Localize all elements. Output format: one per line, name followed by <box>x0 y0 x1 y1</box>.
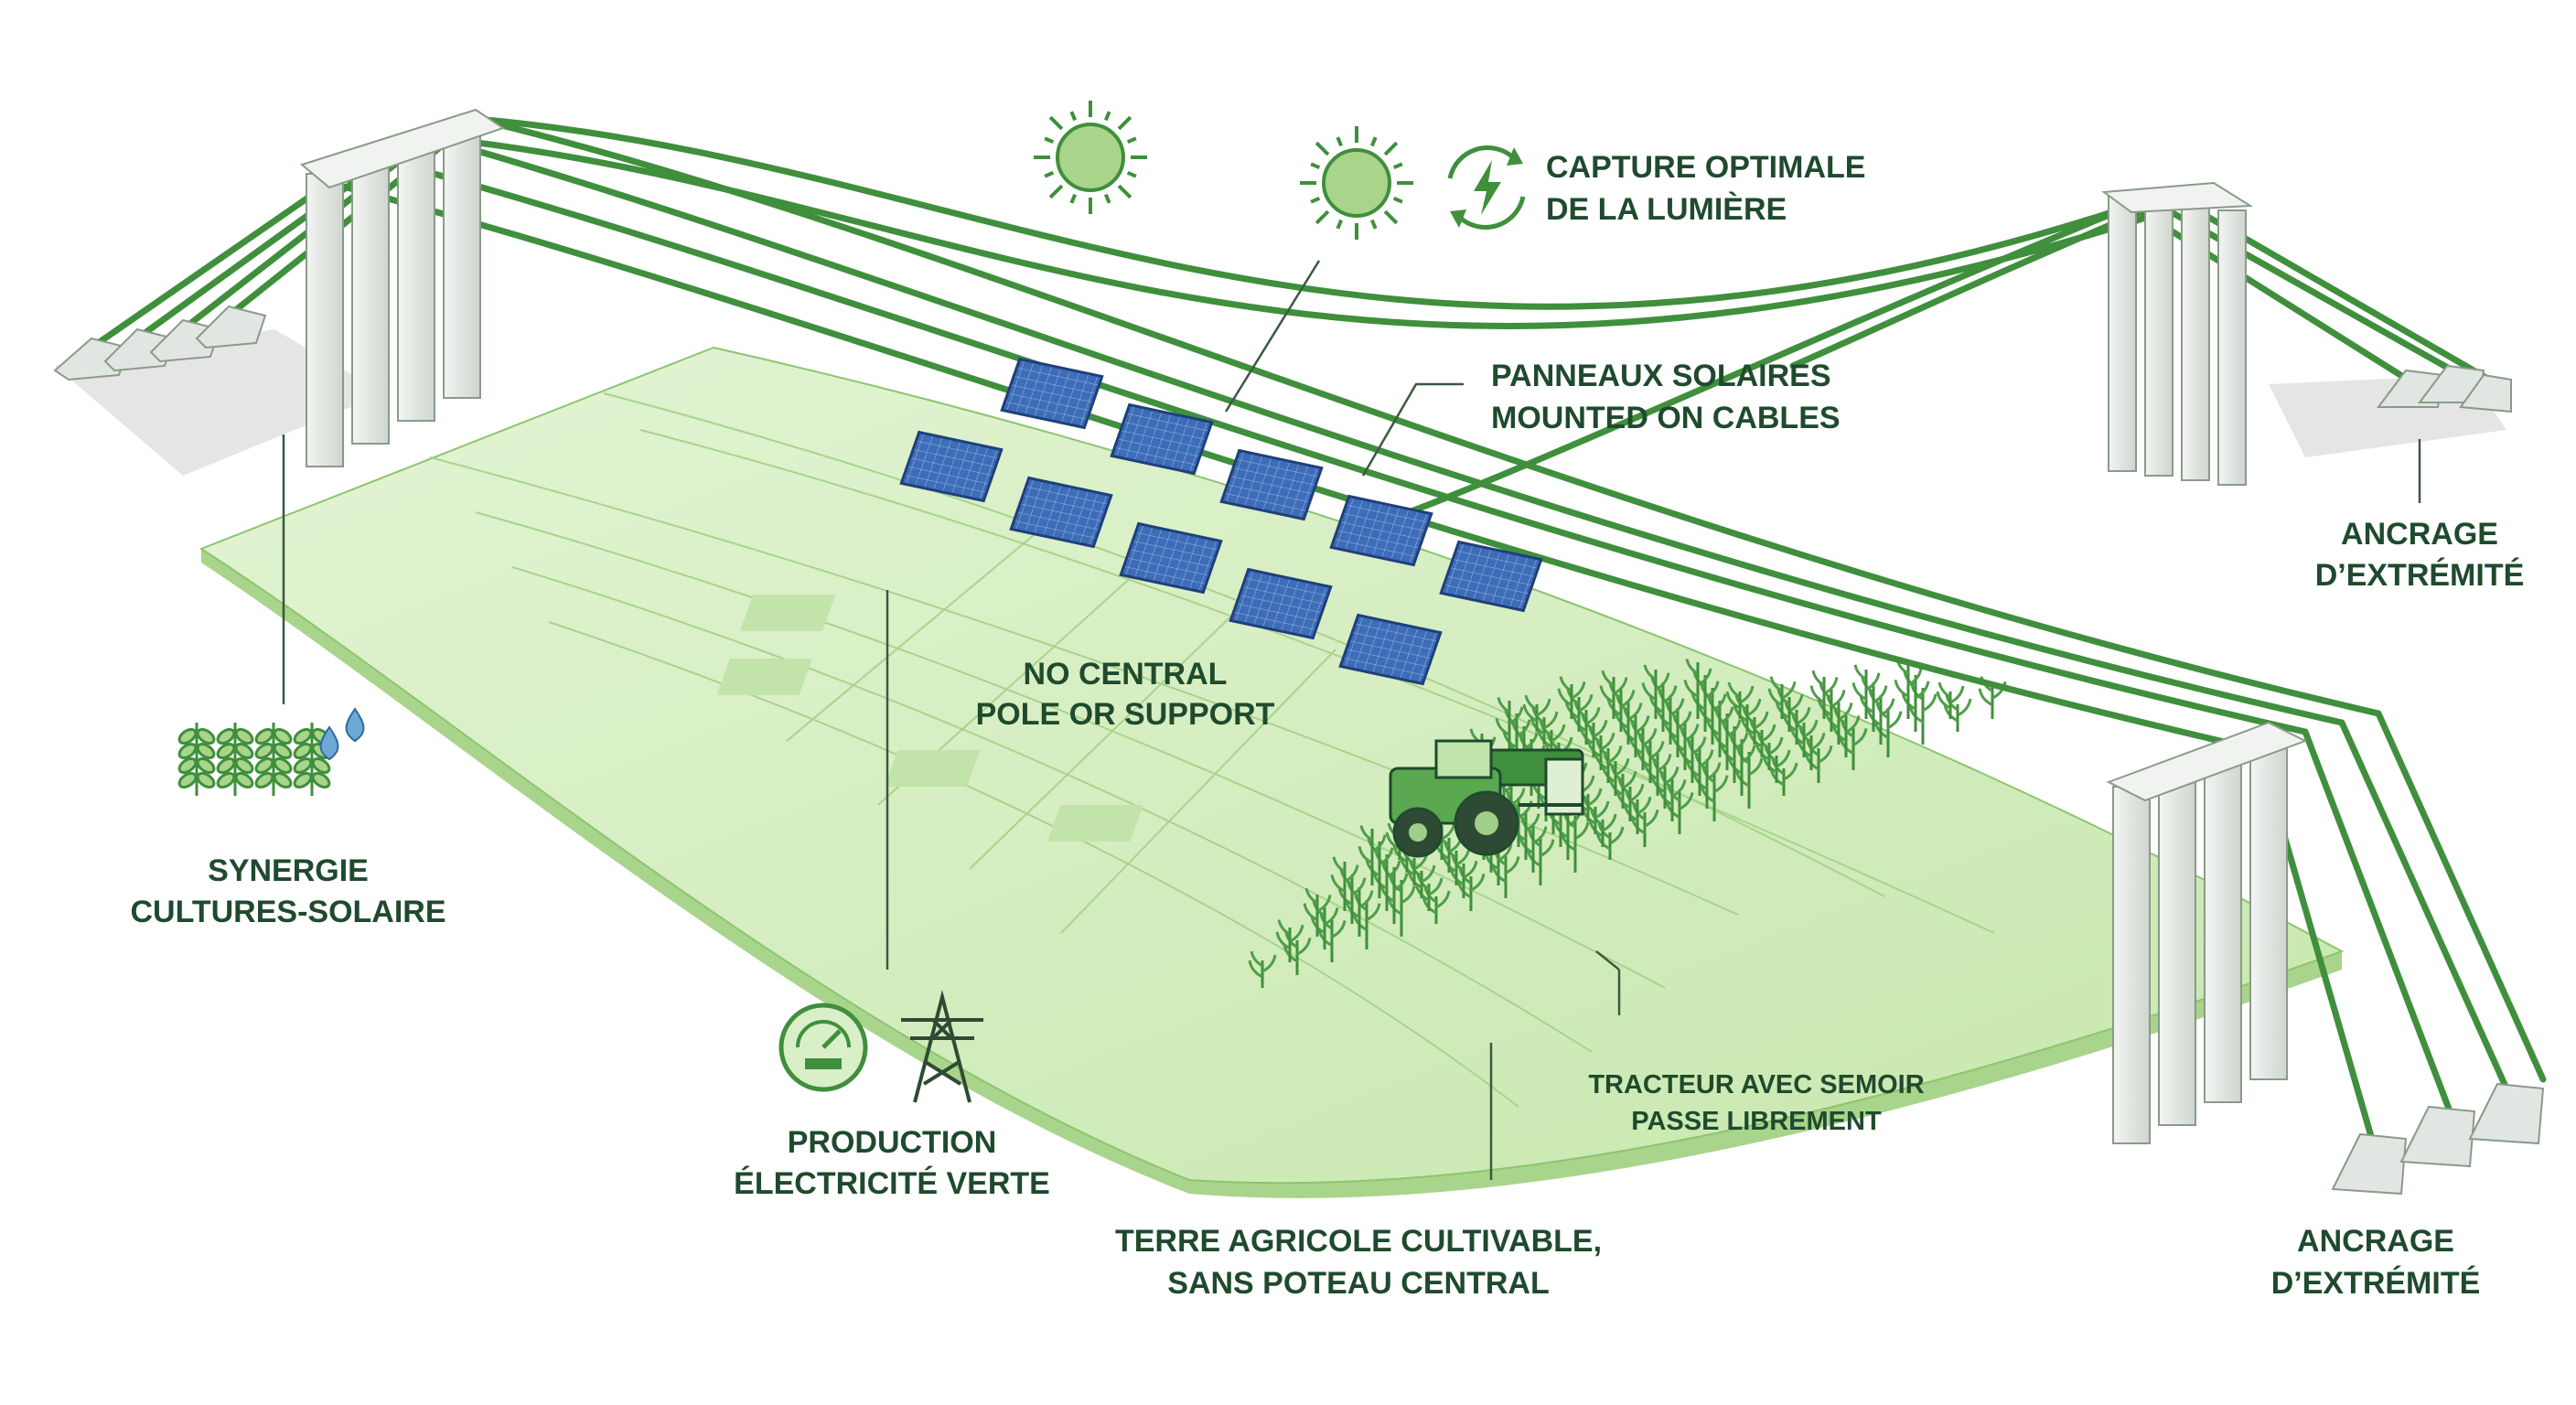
crop-plant <box>1725 681 1755 719</box>
crop-plant <box>1683 659 1712 719</box>
solar-panel <box>899 430 1004 503</box>
production-label-line1: PRODUCTION <box>788 1125 997 1160</box>
panels-label-line2: MOUNTED ON CABLES <box>1491 401 1841 435</box>
sun-ray <box>1044 136 1055 145</box>
solar-panels <box>899 357 1543 686</box>
synergy-label-line1: SYNERGIE <box>208 853 369 888</box>
pillar-right-top <box>2101 181 2254 486</box>
sun-ray <box>1103 193 1111 204</box>
solar-panel <box>1439 540 1543 613</box>
anchor-bottom-label-line1: ANCRAGE <box>2297 1224 2454 1259</box>
sun-ray <box>1392 196 1403 204</box>
sun-ray <box>1310 162 1321 170</box>
anchor-top-label-line1: ANCRAGE <box>2341 517 2498 552</box>
sun-icon <box>1034 101 1147 214</box>
energy-cycle-icon <box>1447 145 1526 230</box>
water-drops-icon <box>319 707 365 761</box>
sun-ray <box>1369 136 1378 147</box>
leader-lines <box>282 260 2421 1180</box>
sprout <box>216 723 254 796</box>
crop-plant <box>1248 950 1277 988</box>
land-label-line2: SANS POTEAU CENTRAL <box>1167 1266 1549 1301</box>
crop-plant <box>1852 664 1881 719</box>
sun-ray <box>1383 209 1399 225</box>
sun-ray <box>1103 111 1111 122</box>
solar-panel <box>1000 357 1104 430</box>
crop-plant <box>1767 676 1797 719</box>
solar-panel <box>1110 402 1214 476</box>
sun-ray <box>1126 136 1137 145</box>
solar-panel <box>1338 613 1443 686</box>
crop-plant <box>1599 670 1628 719</box>
crop-plant <box>1943 694 1972 732</box>
crop-plant <box>1641 664 1670 719</box>
sun-icon <box>1300 126 1413 240</box>
sun-ray <box>1315 209 1330 225</box>
sun-ray <box>1392 162 1403 170</box>
sun-ray <box>1369 219 1378 230</box>
crop-plant <box>1936 681 1965 719</box>
crop-plant <box>1303 887 1332 937</box>
anchor-blocks-right-bottom <box>2331 1082 2545 1196</box>
no-pole-label-line2: POLE OR SUPPORT <box>976 697 1275 732</box>
sprout <box>254 723 293 796</box>
panels-label-line1: PANNEAUX SOLAIRES <box>1491 359 1831 393</box>
solar-panel <box>1219 448 1324 521</box>
crop-plant <box>1522 694 1551 732</box>
tractor-label-line2: PASSE LIBREMENT <box>1631 1107 1882 1136</box>
sun-ray <box>1336 219 1344 230</box>
farm-field <box>199 346 2345 1198</box>
sun-ray <box>1383 141 1399 156</box>
sprout <box>177 723 216 796</box>
sun-ray <box>1069 111 1078 122</box>
crop-plant <box>1330 856 1359 911</box>
solar-panel <box>1329 494 1433 567</box>
plant-sprouts-icon <box>177 723 331 796</box>
sun-ray <box>1069 193 1078 204</box>
sun-ray <box>1336 136 1344 147</box>
tractor-label-line1: TRACTEUR AVEC SEMOIR <box>1588 1070 1924 1099</box>
production-label-line2: ÉLECTRICITÉ VERTE <box>734 1166 1050 1201</box>
crop-plant <box>1495 697 1524 757</box>
sun-ray <box>1117 115 1132 131</box>
crop-plant <box>1978 676 2007 719</box>
crop-plant <box>1358 825 1387 885</box>
solar-panel <box>1009 476 1113 549</box>
pillar-right-bottom <box>2106 721 2308 1144</box>
sun-ray <box>1310 196 1321 204</box>
tractor-icon <box>1389 739 1584 858</box>
crop-plant <box>1275 919 1304 962</box>
crop-plant <box>1809 670 1839 719</box>
sun-ray <box>1315 141 1330 156</box>
power-pylon-icon <box>901 990 983 1103</box>
pillar-left <box>299 108 506 467</box>
synergy-label-line2: CULTURES-SOLAIRE <box>130 895 445 929</box>
sun-ray <box>1044 170 1055 178</box>
sprout <box>293 723 331 796</box>
anchor-blocks-right-top <box>2377 364 2512 413</box>
solar-panel <box>1229 567 1333 640</box>
sun-ray <box>1126 170 1137 178</box>
no-pole-label-line1: NO CENTRAL <box>1024 657 1228 692</box>
sun-ray <box>1117 184 1132 199</box>
capture-label-line1: CAPTURE OPTIMALE <box>1546 150 1865 185</box>
anchor-blocks-left <box>53 305 267 381</box>
capture-label-line2: DE LA LUMIÈRE <box>1546 192 1787 227</box>
sun-ray <box>1048 115 1064 131</box>
crop-plant <box>1557 676 1586 719</box>
land-label-line1: TERRE AGRICOLE CULTIVABLE, <box>1115 1224 1602 1259</box>
power-meter-icon <box>778 1003 868 1092</box>
solar-panel <box>1119 521 1223 595</box>
sun-ray <box>1048 184 1064 199</box>
anchor-top-label-line2: D’EXTRÉMITÉ <box>2315 558 2525 593</box>
anchor-bottom-label-line2: D’EXTRÉMITÉ <box>2271 1266 2481 1301</box>
